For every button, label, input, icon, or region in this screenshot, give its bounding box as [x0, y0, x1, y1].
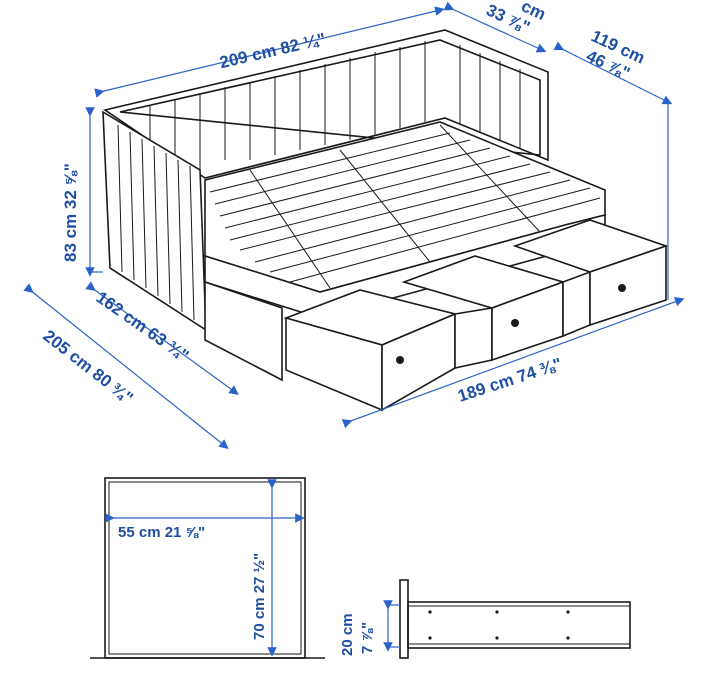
side-view	[383, 579, 631, 659]
drawer-inner-width-label: 55 cm 21 ⅝"	[118, 524, 205, 541]
full-depth-label: 205 cm 80 ¾"	[40, 326, 137, 408]
dimension-guides-top	[23, 1, 685, 449]
drawer-inner-height-label: 70 cm 27 ½"	[251, 553, 268, 640]
side-height-inch-label: 7 ⅞"	[359, 622, 376, 654]
height-label: 83 cm 32 ⅝"	[61, 163, 80, 262]
drawer-front-view	[90, 477, 325, 659]
side-height-label: 20 cm	[339, 613, 356, 656]
